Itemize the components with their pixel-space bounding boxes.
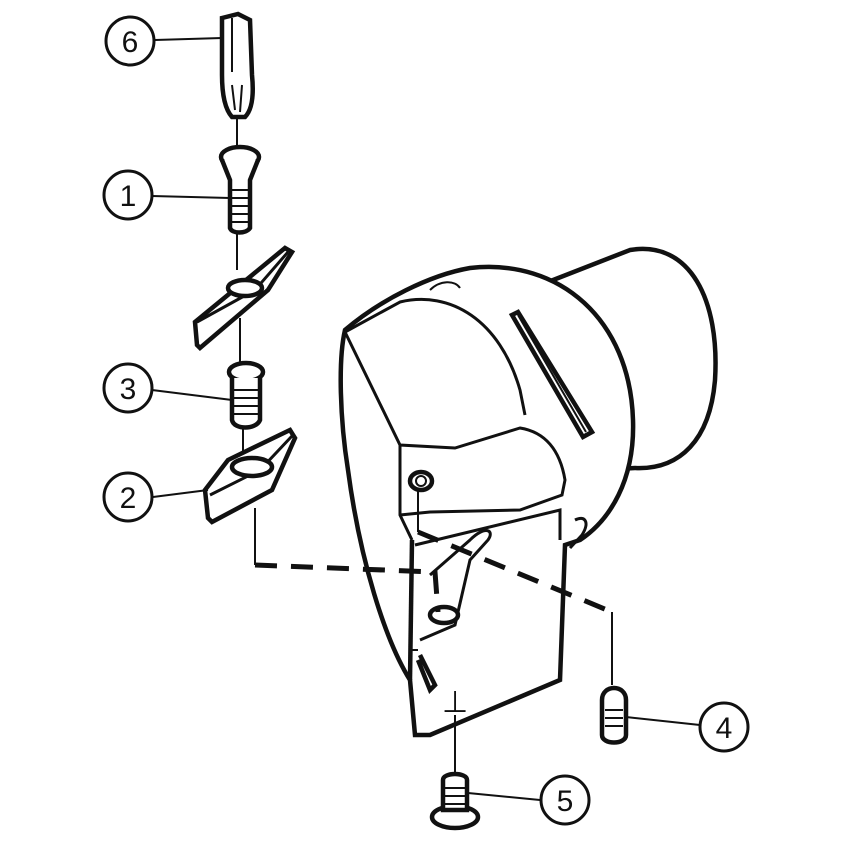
callout-label: 6 [122,26,139,59]
set-screw-part [599,685,629,745]
plate-screw-part [429,771,481,831]
callout-label: 2 [120,482,137,515]
callout-2: 2 [102,471,154,523]
torx-key-part [219,11,255,120]
shim-screw-part [226,360,266,430]
shim-part [202,427,298,525]
clearance-symbol: ⊥ [442,686,468,719]
callout-label: 3 [120,373,137,406]
cutting-insert-part [192,245,296,352]
callout-label: 4 [716,712,733,745]
assembly-lines [236,118,613,775]
callout-4: 4 [698,701,750,753]
holder-body: ⊥ [338,264,636,738]
callout-label: 1 [120,180,137,213]
callout-label: 5 [557,785,574,818]
callout-3: 3 [102,362,154,414]
callout-1: 1 [102,169,154,221]
callout-6: 6 [104,15,156,67]
clamp-screw-part [218,144,262,235]
callout-leaders [151,37,701,801]
callout-5: 5 [539,774,591,826]
